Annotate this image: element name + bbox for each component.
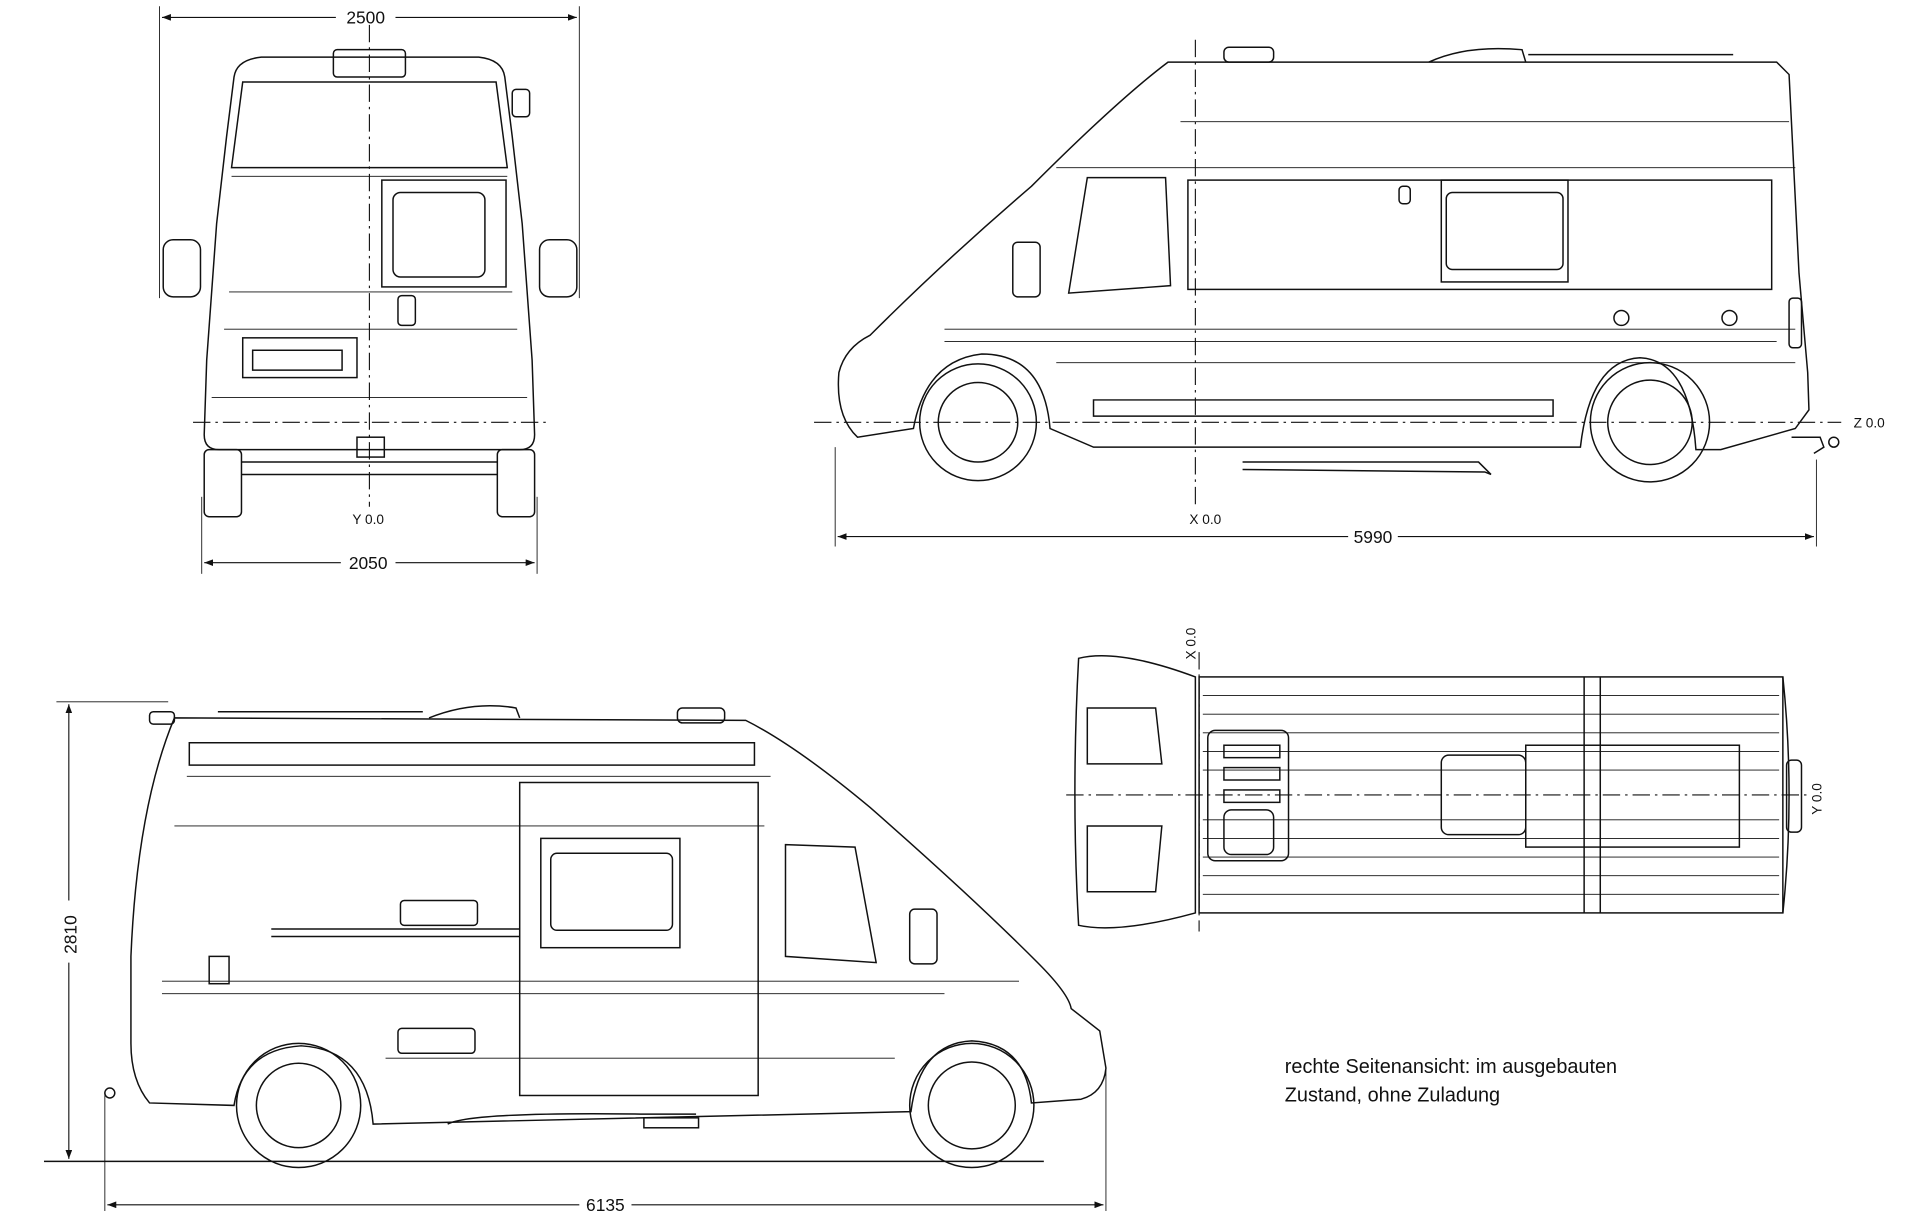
note-line-2: Zustand, ohne Zuladung: [1285, 1085, 1500, 1107]
dimension-width-2050: 2050: [349, 553, 388, 573]
axis-label-y-top: Y 0.0: [1809, 783, 1824, 815]
axis-label-x-top: X 0.0: [1183, 627, 1198, 659]
note-line-1: rechte Seitenansicht: im ausgebauten: [1285, 1056, 1617, 1078]
top-view: X 0.0 Y 0.0: [1066, 627, 1824, 932]
axis-label-y: Y 0.0: [352, 512, 384, 527]
left-side-view: Z 0.0 X 0.0 5990: [814, 39, 1886, 547]
dimension-width-2500: 2500: [346, 8, 385, 28]
drawing-note: rechte Seitenansicht: im ausgebauten Zus…: [1285, 1056, 1617, 1107]
rear-view: 2500 Y 0.0 2050: [159, 6, 580, 574]
dimension-length-5990: 5990: [1354, 527, 1393, 547]
dimension-length-6135: 6135: [586, 1195, 625, 1211]
right-side-view: 2810 6135: [43, 701, 1107, 1211]
axis-label-x: X 0.0: [1189, 512, 1221, 527]
axis-label-z: Z 0.0: [1854, 415, 1886, 430]
dimension-height-2810: 2810: [60, 915, 80, 954]
